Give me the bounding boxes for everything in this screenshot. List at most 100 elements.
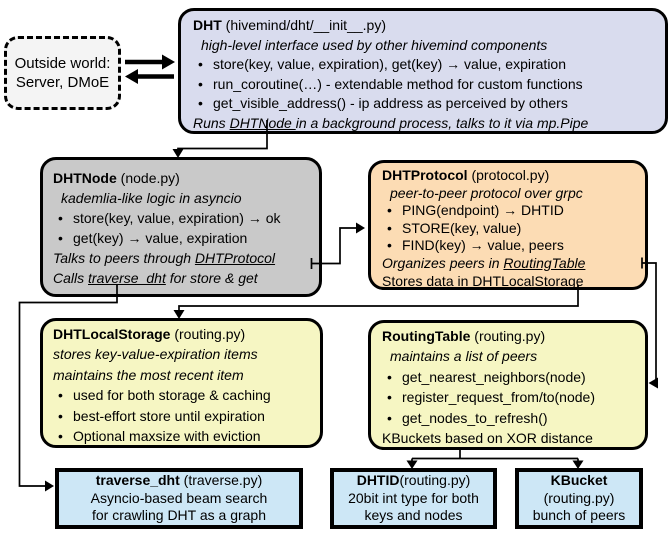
dht-footer: Runs DHTNode in a background process, ta… (193, 114, 657, 134)
bullet-glyph: • (387, 219, 392, 236)
dhtprotocol-bullet-2: •STORE(key, value) (382, 220, 639, 238)
dht-footer-post: in a background process, talks to it via… (295, 114, 589, 131)
bullet-text: used for both storage & caching (73, 387, 271, 404)
dhtlocalstorage-title-name: DHTLocalStorage (53, 326, 171, 342)
dhtlocalstorage-bullet-1: • used for both storage & caching (53, 385, 314, 405)
bullet-glyph: • (58, 407, 63, 424)
bullet-glyph: • (198, 95, 203, 111)
dht-bullet-2: • run_coroutine(…) - extendable method fo… (193, 75, 657, 95)
localstorage-reference: LocalStorage (501, 272, 584, 289)
dhtid-title-file: (routing.py) (399, 472, 471, 489)
routingtable-box: RoutingTable (routing.py) maintains a li… (368, 320, 648, 450)
dhtlocalstorage-title-file: (routing.py) (170, 326, 246, 342)
dhtnode-box: DHTNode (node.py) kademlia-like logic in… (40, 157, 322, 297)
bullet-text: best-effort store until expiration (73, 407, 265, 424)
dhtlocalstorage-tagline-2: maintains the most recent item (53, 366, 244, 383)
dhtprotocol-reference: DHTProtocol (194, 250, 276, 266)
dhtnode-reference: DHTNode (229, 114, 296, 131)
bullet-text: PING(endpoint) → DHTID (402, 202, 564, 219)
dhtnode-bullet-2: • get(key) → value, expiration (53, 228, 313, 248)
routingtable-footer: KBuckets based on XOR distance (382, 430, 593, 447)
dhtlocalstorage-bullet-2: • best-effort store until expiration (53, 406, 314, 426)
bullet-glyph: • (58, 387, 63, 404)
traverse-dht-box: traverse_dht (traverse.py) Asyncio-based… (55, 468, 303, 529)
routingtable-title-name: RoutingTable (382, 328, 471, 344)
dhtlocalstorage-box: DHTLocalStorage (routing.py) stores key-… (40, 318, 323, 448)
arrowhead-dhtnode-to-dhtprotocol (356, 222, 365, 234)
traverse-title-name: traverse_dht (95, 472, 180, 489)
dht-box: DHT (hivemind/dht/__init__.py) high-leve… (178, 8, 668, 134)
connector-routingtable-to-children (411, 450, 579, 461)
dht-footer-pre: Runs (193, 114, 230, 131)
routingtable-reference: RoutingTable (503, 254, 586, 271)
dhtnode-tagline: kademlia-like logic in asyncio (61, 190, 242, 206)
dhtprotocol-bullet-1: • PING(endpoint) → DHTID (382, 202, 639, 220)
bullet-glyph: • (58, 428, 63, 445)
dhtlocalstorage-bullet-3: • Optional maxsize with eviction (53, 426, 314, 446)
bullet-glyph: • (387, 237, 392, 254)
outside-world-line1: Outside world: (14, 55, 111, 72)
dhtnode-title: DHTNode (node.py) (53, 168, 313, 188)
bullet-text: run_coroutine(…) - extendable method for… (213, 75, 583, 92)
bullet-glyph: • (58, 230, 63, 246)
outside-world-line2: Server, DMoE (15, 74, 110, 91)
dhtlocalstorage-title: DHTLocalStorage (routing.py) (53, 324, 314, 344)
bullet-glyph: • (58, 210, 63, 226)
bullet-text: get(key) → value, expiration (73, 230, 248, 246)
outside-world-box: Outside world: Server, DMoE (4, 36, 121, 110)
dhtnode-footer2-post: for store & get (165, 270, 258, 286)
bullet-glyph: • (387, 389, 392, 406)
dhtprotocol-footer2-pre: Stores data in DHT (382, 272, 502, 289)
arrowhead-dht-to-outside (125, 69, 138, 84)
dhtnode-footer2-pre: Calls (53, 270, 89, 286)
kbucket-box: KBucket (routing.py) bunch of peers (515, 468, 643, 529)
bullet-glyph: • (198, 56, 203, 72)
dht-bullet-1: • store(key, value, expiration), get(key)… (193, 55, 657, 75)
dhtid-box: DHTID(routing.py) 20bit int type for bot… (330, 468, 497, 529)
dhtprotocol-footer-2: Stores data in DHTLocalStorage (382, 273, 639, 291)
bullet-glyph: • (198, 75, 203, 92)
dhtlocalstorage-tagline-1: stores key-value-expiration items (53, 346, 258, 363)
dhtnode-footer-2: Calls traverse_dht for store & get (53, 268, 313, 288)
kbucket-line2: (routing.py) (543, 489, 615, 506)
dhtprotocol-title: DHTProtocol (protocol.py) (382, 167, 639, 185)
dhtprotocol-bullet-3: • FIND(key) → value, peers (382, 237, 639, 255)
dhtprotocol-title-name: DHTProtocol (382, 167, 468, 183)
bullet-text: get_nodes_to_refresh() (402, 409, 548, 426)
arrowhead-dhtprotocol-to-routingtable (648, 377, 658, 389)
bullet-text: store(key, value, expiration) → ok (73, 210, 281, 226)
bullet-text: FIND(key) → value, peers (402, 237, 564, 254)
traverse-line3: for crawling DHT as a graph (91, 507, 267, 524)
bullet-text: Optional maxsize with eviction (73, 428, 261, 445)
routingtable-bullet-3: • get_nodes_to_refresh() (382, 408, 639, 428)
traverse-title-file: (traverse.py) (179, 472, 263, 489)
dhtid-line3: keys and nodes (364, 507, 463, 524)
routingtable-tagline: maintains a list of peers (390, 348, 538, 365)
traverse-dht-reference: traverse_dht (88, 270, 166, 286)
dhtprotocol-footer-1: Organizes peers in RoutingTable (382, 255, 639, 273)
bullet-glyph: • (387, 202, 392, 219)
dht-title-name: DHT (193, 17, 222, 33)
bullet-text: store(key, value, expiration), get(key) … (213, 56, 567, 72)
dhtprotocol-box: DHTProtocol (protocol.py) peer-to-peer p… (368, 160, 648, 290)
bullet-glyph: • (387, 409, 392, 426)
routingtable-bullet-1: •get_nearest_neighbors(node) (382, 367, 639, 387)
arrowhead-outside-to-dht (162, 54, 175, 70)
kbucket-title: KBucket (550, 472, 608, 489)
dhtnode-bullet-1: • store(key, value, expiration) → ok (53, 208, 313, 228)
dhtprotocol-tagline: peer-to-peer protocol over grpc (390, 184, 583, 201)
traverse-title: traverse_dht (traverse.py) (59, 472, 299, 489)
routingtable-bullet-2: •register_request_from/to(node) (382, 387, 639, 407)
kbucket-line3: bunch of peers (532, 507, 626, 524)
dhtprotocol-footer1-pre: Organizes peers in (382, 254, 504, 271)
routingtable-title: RoutingTable (routing.py) (382, 326, 639, 346)
dht-bullet-3: • get_visible_address() - ip address as p… (193, 94, 657, 114)
routingtable-title-file: (routing.py) (470, 328, 546, 344)
dhtnode-title-name: DHTNode (53, 170, 117, 186)
bullet-text: get_nearest_neighbors(node) (402, 368, 586, 385)
dhtnode-title-file: (node.py) (116, 170, 180, 186)
arrowhead-dhtnode-to-traverse (45, 480, 54, 492)
dht-title: DHT (hivemind/dht/__init__.py) (193, 16, 657, 36)
bullet-text: get_visible_address() - ip address as pe… (213, 95, 568, 111)
